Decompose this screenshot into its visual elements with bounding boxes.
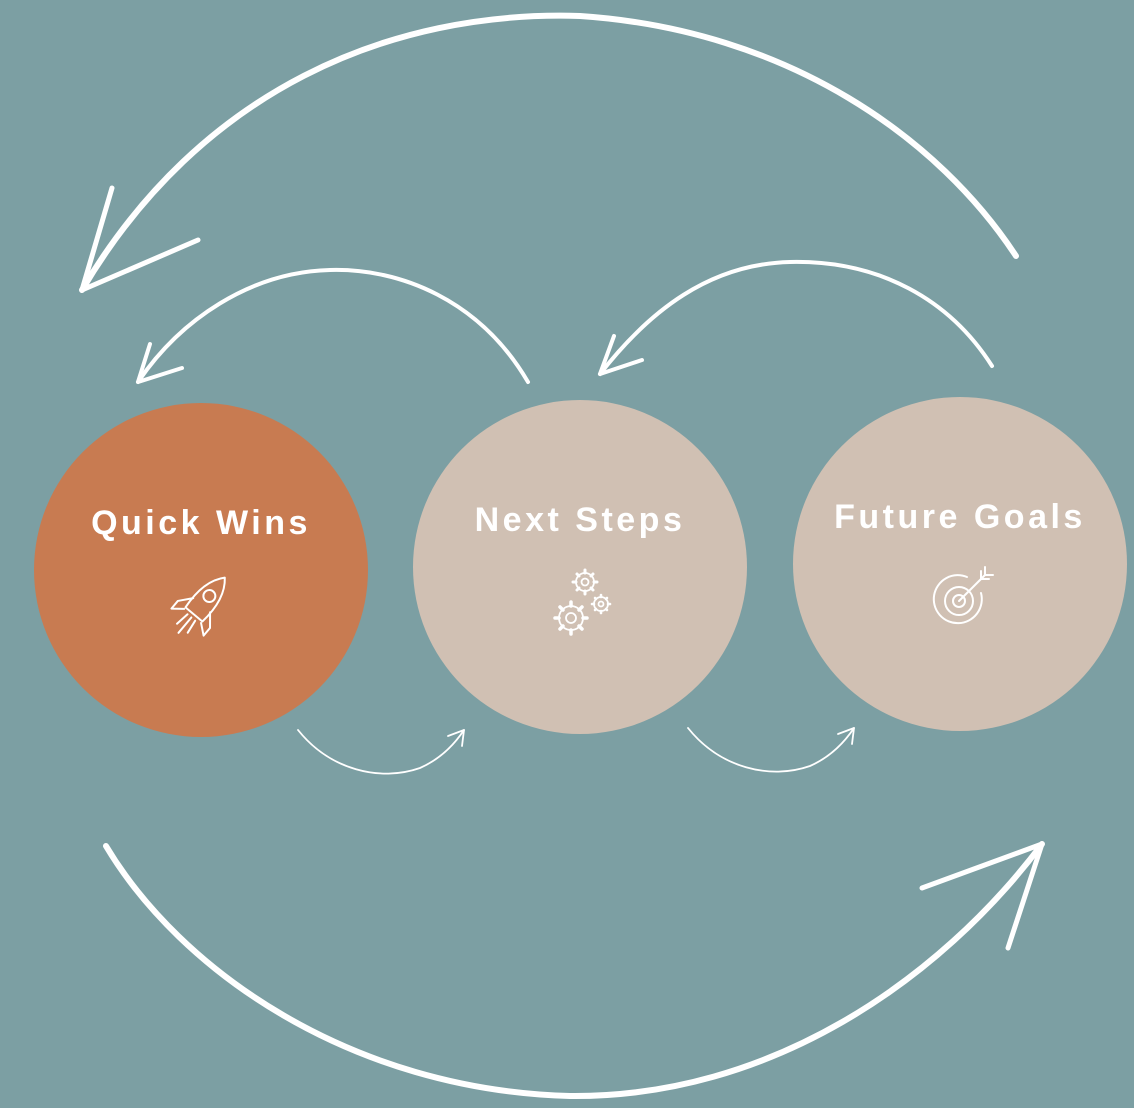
forward-arrow-quick-to-next [297,729,465,775]
forward-arrow-outer-head [919,841,1045,951]
return-arrow-future-to-next-head [598,334,644,376]
forward-arrow-next-to-future-head [837,727,855,745]
stage-title: Next Steps [474,501,686,539]
target-icon [915,555,1005,645]
return-arrow-next-to-quick-head [136,342,184,384]
return-arrow-outer [79,12,1019,293]
stage-title: Quick Wins [91,504,311,542]
stage-title: Future Goals [834,498,1086,536]
return-arrow-outer-head [79,185,201,293]
return-arrow-next-to-quick [136,267,530,384]
rocket-icon [156,561,246,651]
forward-arrow-outer [103,841,1045,1100]
stage-quick-wins: Quick Wins [34,403,368,737]
stage-next-steps: Next Steps [413,400,747,734]
stage-future-goals: Future Goals [793,397,1127,731]
forward-arrow-next-to-future [687,727,855,773]
gears-icon [535,558,625,648]
return-arrow-future-to-next [598,259,994,376]
forward-arrow-quick-to-next-head [447,729,465,747]
